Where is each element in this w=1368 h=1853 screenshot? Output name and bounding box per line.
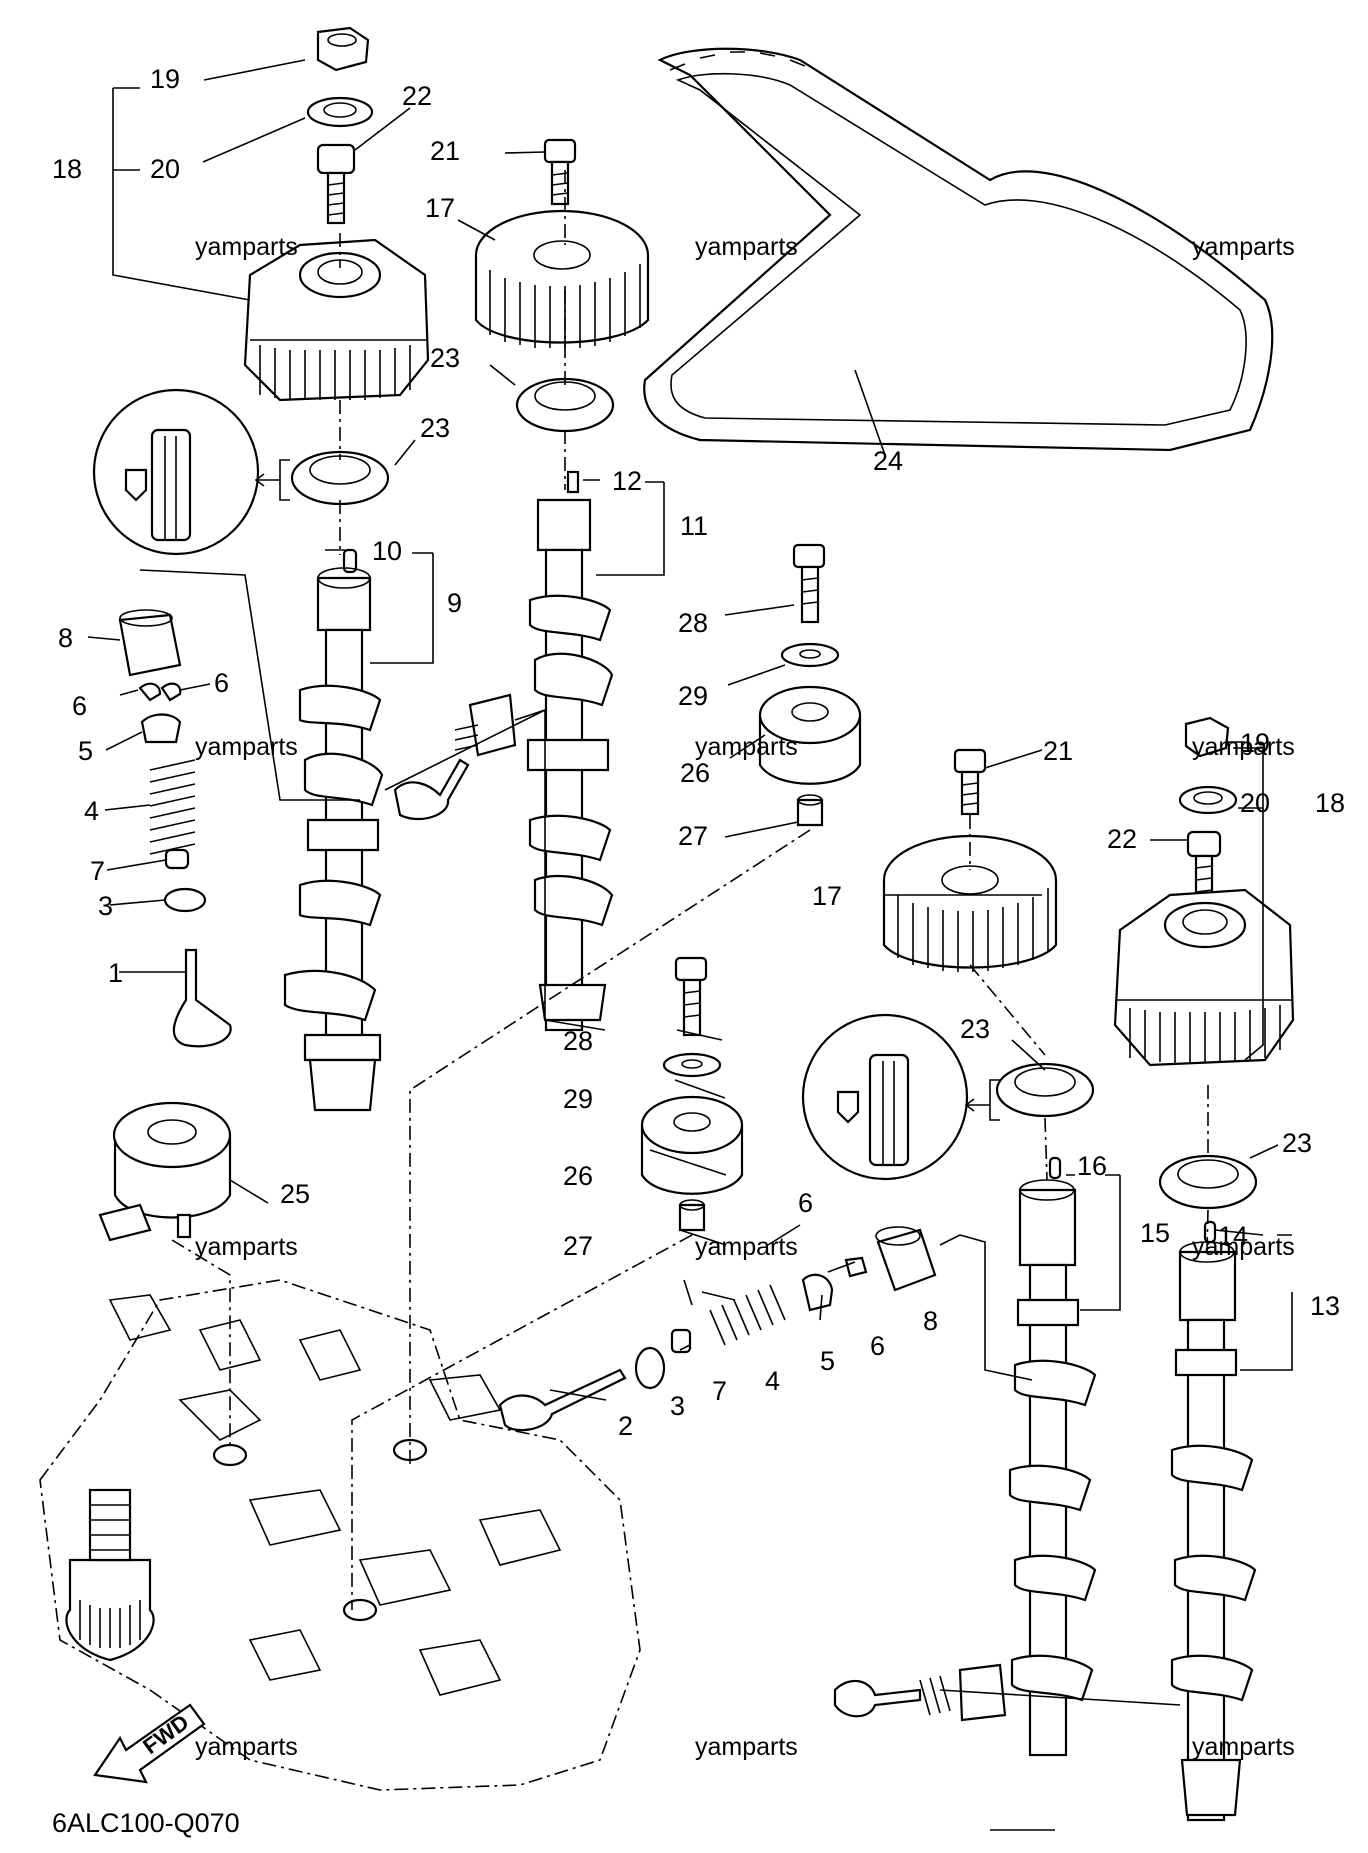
callout-19: 19 [150,64,180,94]
watermark: yamparts [695,733,798,761]
callout-5b: 5 [820,1346,835,1376]
callout-20: 20 [150,154,180,184]
callout-3: 3 [98,891,113,921]
callout-6a: 6 [72,691,87,721]
callout-25: 25 [280,1179,310,1209]
callout-17b: 17 [812,881,842,911]
callout-29b: 29 [563,1084,593,1114]
lower-valve-parts [498,1226,1007,1722]
callout-21b: 21 [1043,736,1073,766]
watermark: yamparts [1192,733,1295,761]
watermark: yamparts [195,1233,298,1261]
left-valve-parts [118,609,232,1048]
callout-6d: 6 [870,1331,885,1361]
callout-29: 29 [678,681,708,711]
lower-idler-group [640,956,744,1232]
callout-15: 15 [1140,1218,1170,1248]
callout-23b: 23 [420,413,450,443]
callout-26: 26 [680,758,710,788]
tensioner [98,1101,232,1242]
callout-27b: 27 [563,1231,593,1261]
watermark: yamparts [695,1733,798,1761]
callout-6c: 6 [798,1188,813,1218]
callout-7b: 7 [712,1376,727,1406]
callout-20b: 20 [1240,788,1270,818]
left-camshaft [283,548,384,1112]
callout-17: 17 [425,193,455,223]
watermark: yamparts [1192,1733,1295,1761]
callout-4b: 4 [765,1366,780,1396]
callout-22b: 22 [1107,824,1137,854]
watermark: yamparts [195,733,298,761]
diagram-code: 6ALC100-Q070 [52,1808,240,1838]
fwd-arrow-icon [93,1703,206,1784]
left-pulley-stack [92,26,430,556]
callout-1: 1 [108,958,123,988]
callout-28b: 28 [563,1026,593,1056]
callout-13: 13 [1310,1291,1340,1321]
watermark: yamparts [1192,1233,1295,1261]
upper-idler-group [758,543,862,827]
callout-27: 27 [678,821,708,851]
watermark: yamparts [195,233,298,261]
callout-9: 9 [447,588,462,618]
watermark: yamparts [695,233,798,261]
callout-24: 24 [873,446,903,476]
callout-10: 10 [372,536,402,566]
cylinder-head [39,1279,641,1791]
middle-cam-stack [393,138,650,1032]
callout-3b: 3 [670,1391,685,1421]
callout-12: 12 [612,466,642,496]
timing-belt [643,47,1274,452]
watermark: yamparts [195,1733,298,1761]
callout-22: 22 [402,81,432,111]
right-pulley-stack [801,716,1295,1210]
callout-18: 18 [52,154,82,184]
callout-7: 7 [90,856,105,886]
callout-14: 14 [1218,1221,1248,1251]
callout-labels: 19 18 20 22 21 17 23 23 24 12 11 10 9 28… [52,64,1345,1441]
callout-21: 21 [430,136,460,166]
callout-23d: 23 [1282,1128,1312,1158]
callout-11: 11 [680,511,708,541]
callout-5: 5 [78,736,93,766]
leader-lines [87,59,1293,1831]
callout-18b: 18 [1315,788,1345,818]
callout-4: 4 [84,796,99,826]
watermark: yamparts [1192,233,1295,261]
callout-8b: 8 [923,1306,938,1336]
callout-8: 8 [58,623,73,653]
watermark: yamparts [695,1233,798,1261]
callout-16: 16 [1077,1151,1107,1181]
callout-6b: 6 [214,668,229,698]
callout-2: 2 [618,1411,633,1441]
watermarks: yamparts yamparts yamparts yamparts yamp… [195,233,1295,1761]
right-camshaft-15 [1008,1156,1097,1757]
callout-28: 28 [678,608,708,638]
right-camshaft-13 [1170,1220,1257,1822]
callout-23: 23 [430,343,460,373]
callout-23c: 23 [960,1014,990,1044]
callout-19b: 19 [1240,728,1270,758]
callout-26b: 26 [563,1161,593,1191]
